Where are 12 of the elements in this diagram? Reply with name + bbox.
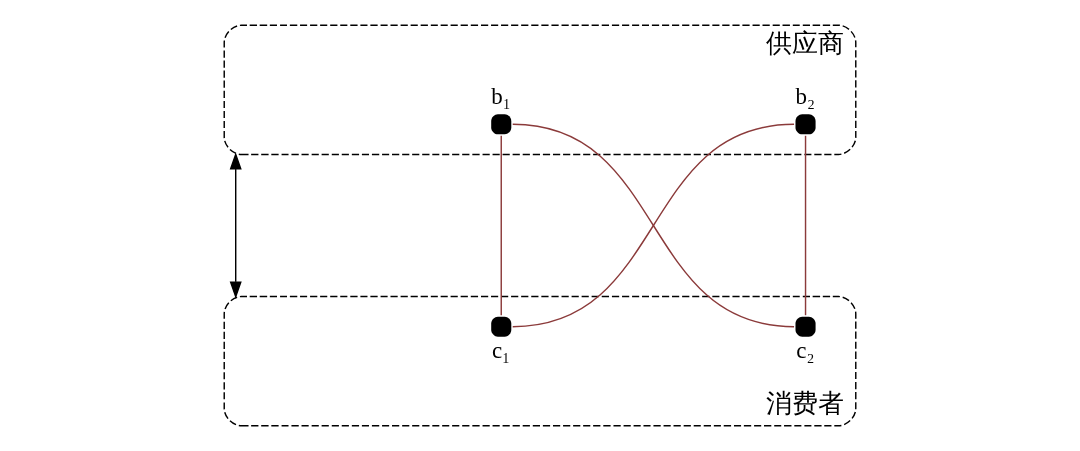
node-label: b₁ <box>491 83 511 109</box>
node-circle <box>795 114 816 135</box>
node-label: b₂ <box>795 83 815 109</box>
node-label: c₂ <box>796 337 815 363</box>
node-circle <box>795 316 816 337</box>
arrow <box>229 152 242 299</box>
connector <box>804 135 807 316</box>
node-label: c₁ <box>491 337 511 363</box>
node-circle <box>491 316 512 337</box>
connector <box>512 123 795 328</box>
node-circle <box>491 114 512 135</box>
connector <box>500 135 502 316</box>
